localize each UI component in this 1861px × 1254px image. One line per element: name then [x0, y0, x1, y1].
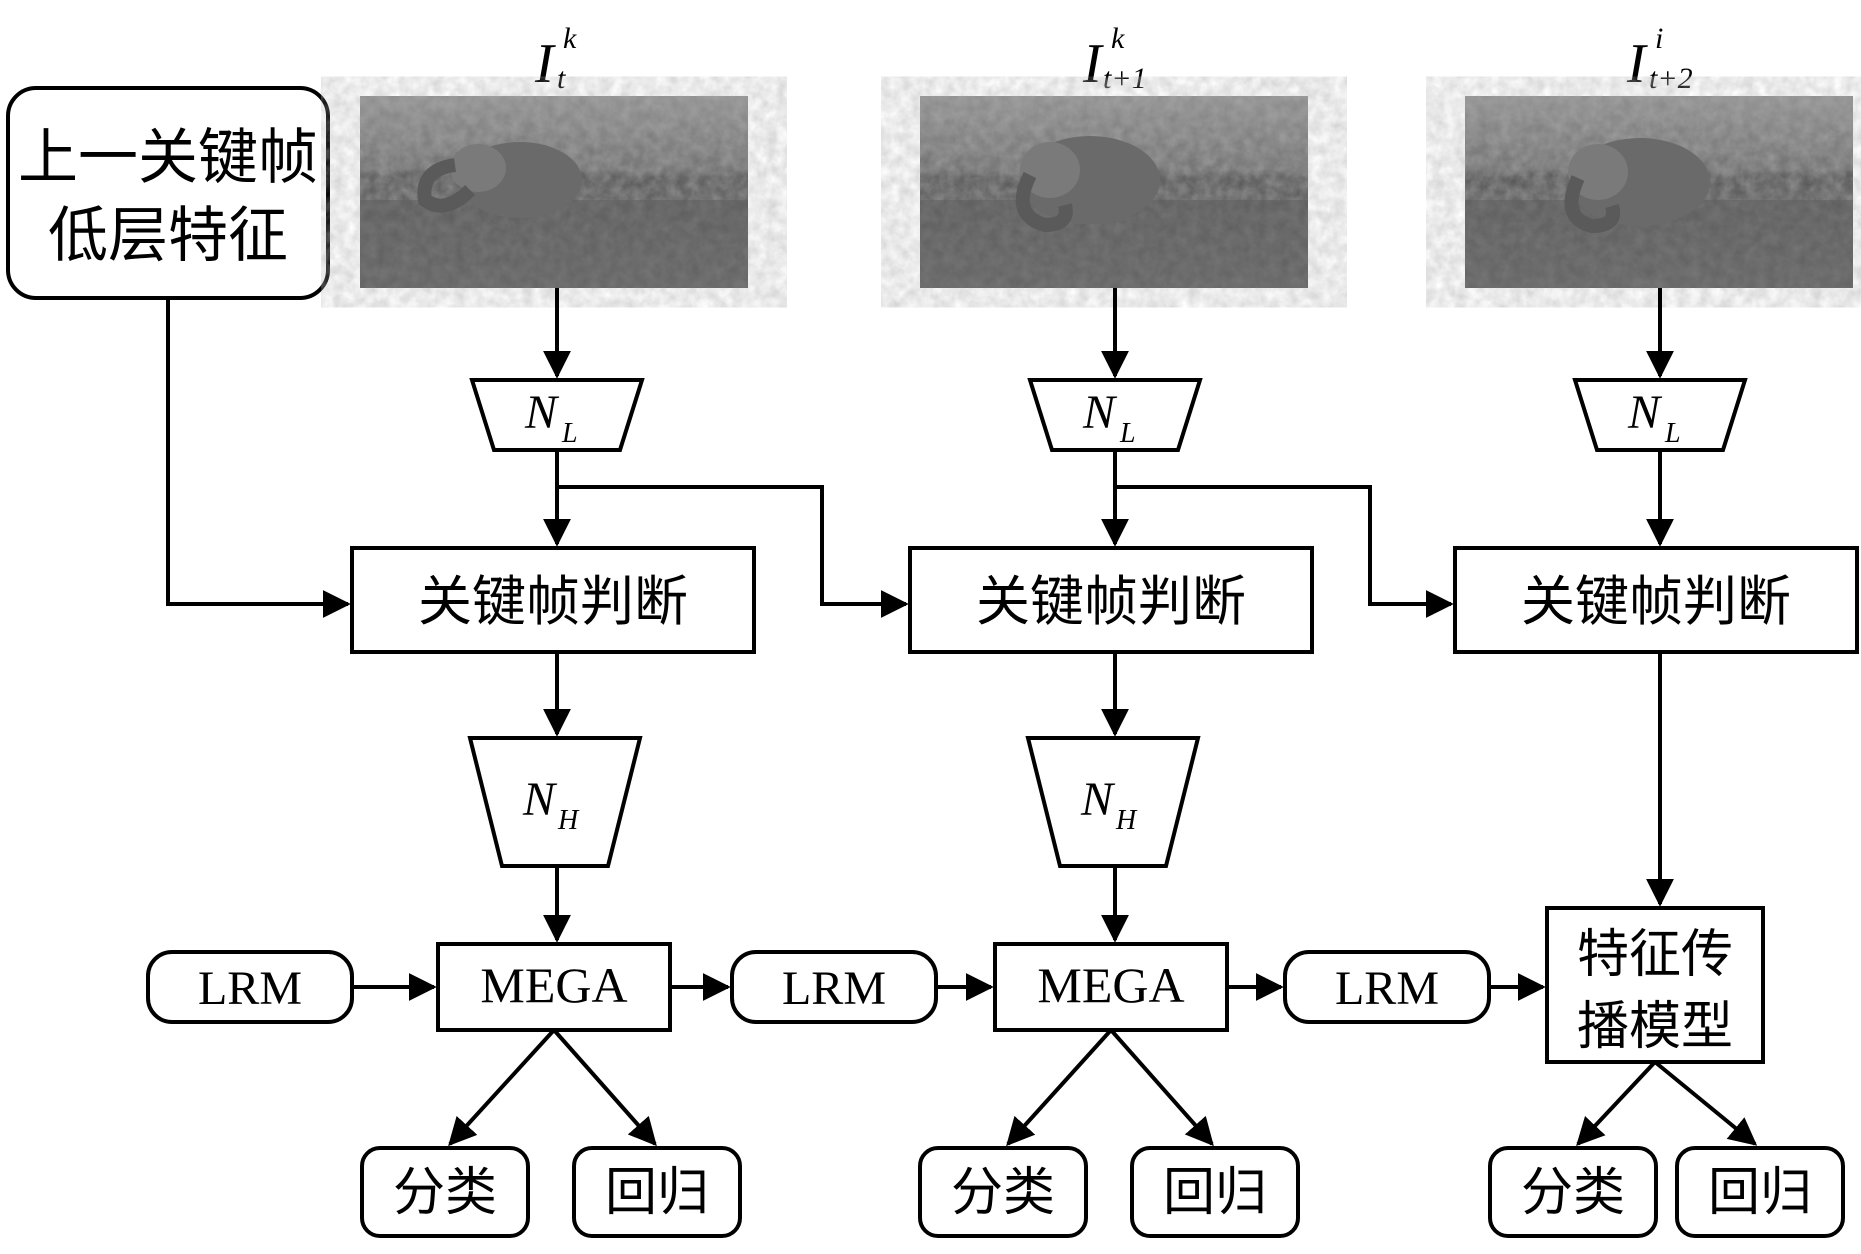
svg-text:L: L [1119, 418, 1136, 449]
svg-text:I: I [1082, 33, 1104, 95]
arrow-mega2-to-classify2 [1006, 1028, 1113, 1147]
frame-label-1: I k t [534, 22, 577, 95]
svg-text:N: N [1082, 386, 1118, 439]
mega-box-1: MEGA [436, 942, 672, 1032]
svg-text:t+2: t+2 [1649, 62, 1693, 95]
svg-text:I: I [1626, 33, 1648, 95]
svg-text:MEGA: MEGA [480, 957, 627, 1013]
prev-keyframe-line2: 低层特征 [48, 201, 288, 271]
svg-text:L: L [1664, 418, 1681, 449]
frame-image-2 [920, 96, 1308, 288]
svg-text:回归: 回归 [1163, 1163, 1267, 1223]
arrow-propagation-to-regress3 [1653, 1060, 1758, 1146]
feature-propagation-box: 特征传 播模型 [1545, 906, 1765, 1064]
arrow-nl2-to-judge3 [1115, 485, 1454, 618]
propagation-line1: 特征传 [1577, 925, 1733, 985]
svg-text:回归: 回归 [605, 1163, 709, 1223]
svg-text:MEGA: MEGA [1037, 957, 1184, 1013]
svg-text:分类: 分类 [393, 1163, 497, 1223]
keyframe-judge-2: 关键帧判断 [908, 546, 1314, 654]
svg-text:分类: 分类 [1521, 1163, 1625, 1223]
frame-label-2: I k t+1 [1082, 22, 1147, 95]
svg-text:N: N [522, 773, 558, 826]
mega-box-2: MEGA [993, 942, 1229, 1032]
arrow-mega1-to-classify1 [448, 1028, 556, 1147]
svg-text:关键帧判断: 关键帧判断 [418, 570, 688, 633]
lrm-box-3: LRM [1283, 950, 1491, 1024]
keyframe-judge-3: 关键帧判断 [1453, 546, 1859, 654]
regress-box-2: 回归 [1130, 1146, 1300, 1238]
classify-box-3: 分类 [1488, 1146, 1658, 1238]
svg-text:H: H [1115, 805, 1138, 836]
classify-box-2: 分类 [918, 1146, 1088, 1238]
frame-label-3: I i t+2 [1626, 22, 1693, 95]
svg-text:H: H [557, 805, 580, 836]
svg-text:i: i [1655, 22, 1663, 55]
svg-text:LRM: LRM [1335, 962, 1439, 1015]
high-net-2: N H [1025, 736, 1201, 868]
regress-box-3: 回归 [1675, 1146, 1845, 1238]
svg-text:L: L [561, 418, 578, 449]
svg-text:分类: 分类 [951, 1163, 1055, 1223]
svg-text:LRM: LRM [198, 962, 302, 1015]
svg-text:关键帧判断: 关键帧判断 [976, 570, 1246, 633]
low-net-3: N L [1572, 378, 1748, 452]
arrow-propagation-to-classify3 [1576, 1060, 1657, 1147]
svg-text:回归: 回归 [1708, 1163, 1812, 1223]
svg-text:N: N [524, 386, 560, 439]
svg-text:关键帧判断: 关键帧判断 [1521, 570, 1791, 633]
svg-text:N: N [1080, 773, 1116, 826]
high-net-1: N H [467, 736, 643, 868]
lrm-box-1: LRM [146, 950, 354, 1024]
arrow-nl1-to-judge2 [557, 485, 909, 618]
svg-text:LRM: LRM [782, 962, 886, 1015]
propagation-line2: 播模型 [1577, 997, 1733, 1057]
prev-keyframe-features-box: 上一关键帧 低层特征 [6, 86, 330, 300]
arrow-prev-to-judge1 [166, 298, 351, 618]
low-net-1: N L [469, 378, 645, 452]
svg-text:I: I [534, 33, 556, 95]
svg-text:t+1: t+1 [1103, 62, 1147, 95]
low-net-2: N L [1027, 378, 1203, 452]
frame-image-1 [360, 96, 748, 288]
svg-text:t: t [557, 62, 566, 95]
regress-box-1: 回归 [572, 1146, 742, 1238]
lrm-box-2: LRM [730, 950, 938, 1024]
connectors [166, 288, 1758, 1147]
frame-image-3 [1465, 96, 1853, 288]
prev-keyframe-line1: 上一关键帧 [18, 123, 318, 193]
arrow-mega1-to-regress1 [552, 1028, 657, 1147]
classify-box-1: 分类 [360, 1146, 530, 1238]
keyframe-judge-1: 关键帧判断 [350, 546, 756, 654]
svg-text:k: k [1111, 22, 1125, 55]
svg-text:k: k [563, 22, 577, 55]
arrow-mega2-to-regress2 [1109, 1028, 1214, 1147]
svg-text:N: N [1627, 386, 1663, 439]
